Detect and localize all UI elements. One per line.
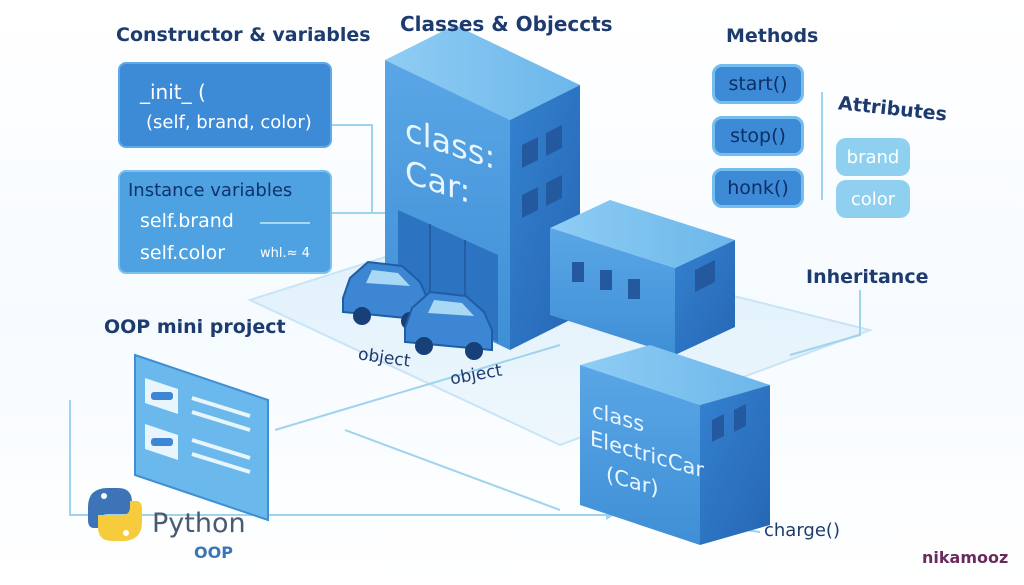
wheels-note: whl.≈ 4 [260, 246, 310, 261]
brand-underline [260, 222, 310, 224]
inheritance-heading: Inheritance [806, 266, 929, 288]
attribute-brand: brand [836, 138, 910, 176]
car-object-2 [404, 290, 493, 360]
self-color: self.color [140, 242, 225, 264]
instance-heading: Instance variables [128, 180, 293, 201]
method-stop: stop() [712, 116, 804, 156]
python-logo-sub: OOP [194, 543, 233, 562]
building-windows [522, 125, 562, 218]
method-start: start() [712, 64, 804, 104]
class-electriccar-building [580, 345, 770, 545]
building-top [385, 25, 580, 120]
diagram-title: Classes & Objeccts [400, 12, 613, 36]
attribute-color: color [836, 180, 910, 218]
oop-project-panel [134, 353, 269, 522]
project-heading: OOP mini project [104, 316, 286, 338]
init-line: _init_ ( [140, 80, 206, 104]
constructor-box: _init_ ( (self, brand, color) [118, 62, 332, 148]
secondary-building [550, 200, 735, 355]
instance-variables-box: Instance variables self.brand self.color… [118, 170, 332, 274]
methods-heading: Methods [726, 25, 819, 47]
params-line: (self, brand, color) [146, 112, 312, 133]
constructor-heading: Constructor & variables [116, 24, 371, 46]
charge-method: charge() [764, 520, 840, 541]
brand-mark: nikamooz [922, 548, 1009, 567]
python-logo-text: Python [152, 508, 246, 539]
python-logo-icon [88, 488, 142, 541]
method-honk: honk() [712, 168, 804, 208]
self-brand: self.brand [140, 210, 234, 232]
car-object-1 [342, 260, 429, 330]
